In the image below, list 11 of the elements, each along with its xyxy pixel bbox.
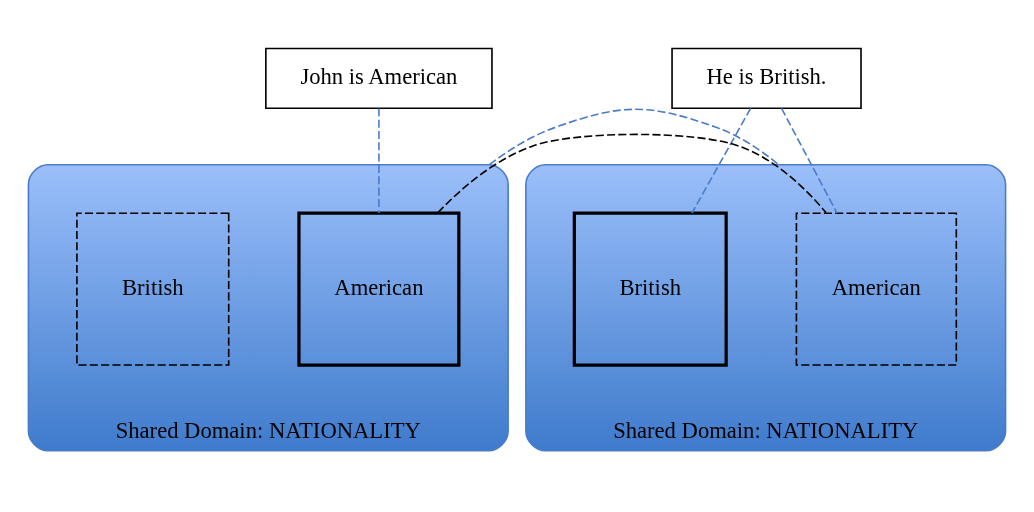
- connector: [378, 107, 380, 214]
- connector: [691, 107, 752, 214]
- node-box: John is American: [265, 47, 493, 110]
- connector: [488, 108, 780, 166]
- connector: [780, 107, 838, 214]
- node-box: American: [795, 212, 958, 366]
- node-box: British: [76, 212, 230, 366]
- node-box: American: [297, 211, 461, 367]
- connector: [437, 133, 827, 214]
- node-box: British: [572, 211, 728, 367]
- node-box: He is British.: [671, 47, 862, 110]
